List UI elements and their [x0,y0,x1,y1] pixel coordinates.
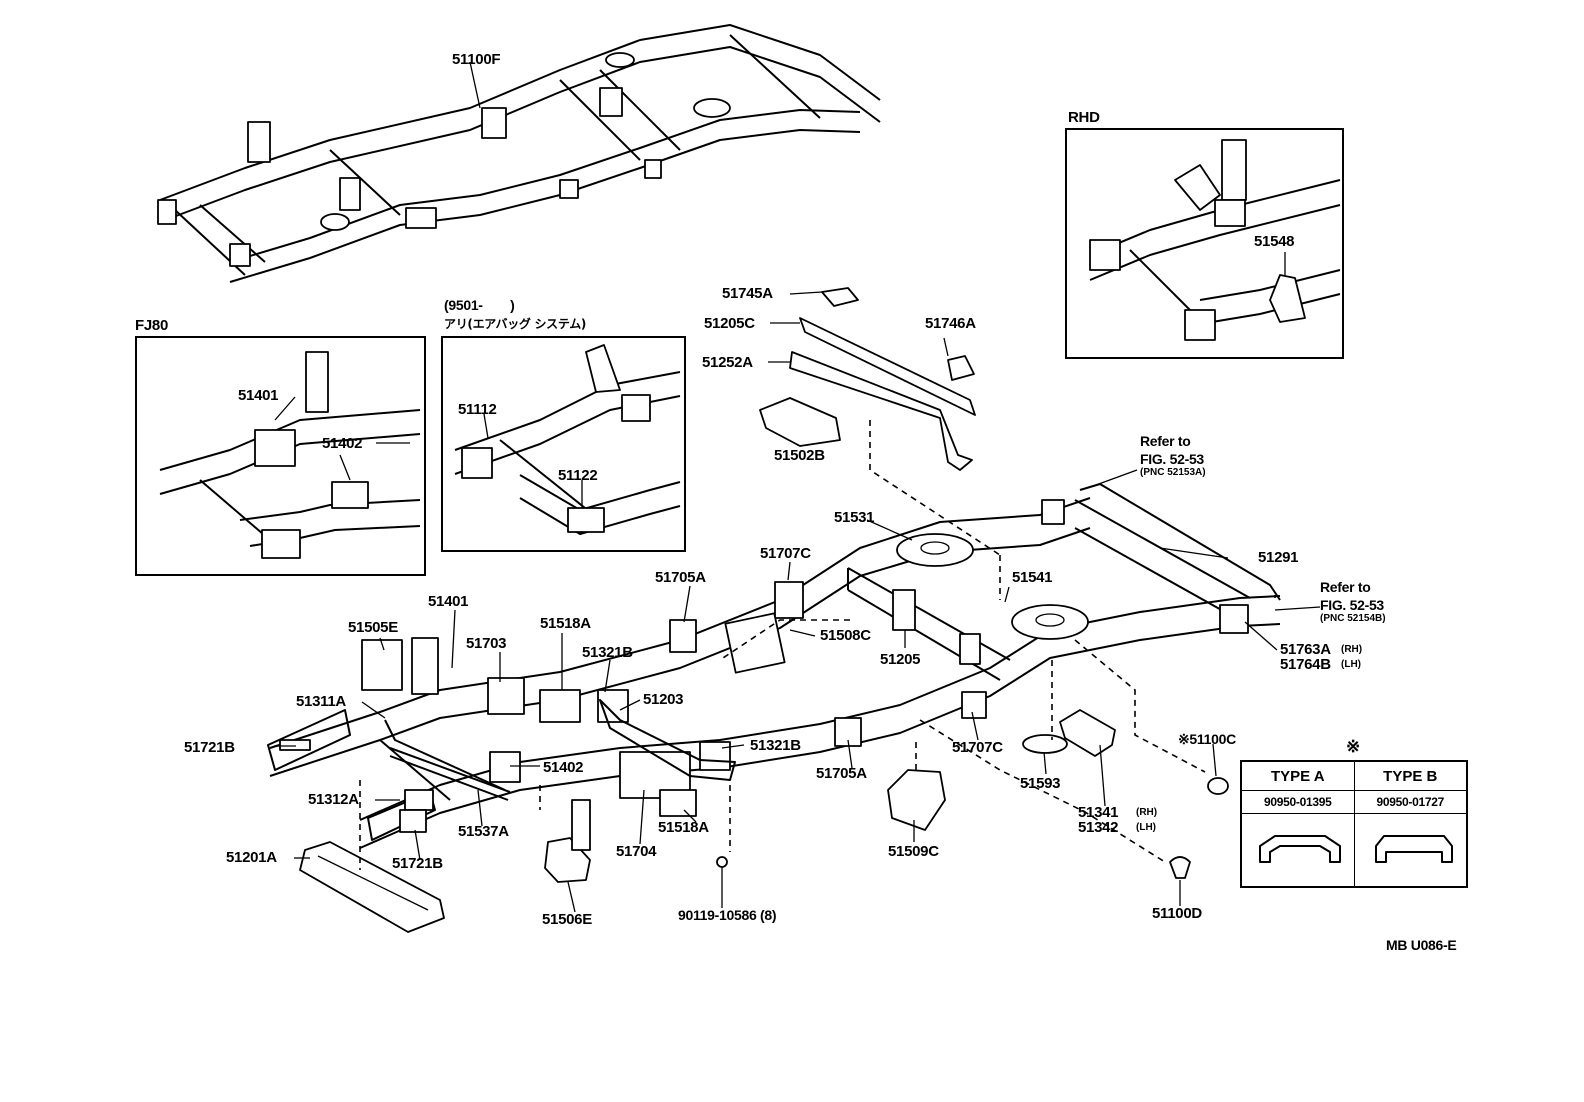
part-label-51518a-bot: 51518A [658,819,709,836]
part-label-51593: 51593 [1020,775,1061,792]
part-label-51745a: 51745A [722,285,773,302]
part-label-51401: 51401 [428,593,469,610]
type-a-header: TYPE A [1240,760,1355,791]
part-label-51518a-top: 51518A [540,615,591,632]
type-b-part-number: 90950-01727 [1353,790,1468,814]
type-a-part-number: 90950-01395 [1240,790,1355,814]
refer-note-1-line2: FIG. 52-53 [1140,451,1204,467]
rhd-inset-box [1065,128,1344,359]
part-label-51502b: 51502B [774,447,825,464]
refer-note-2-line1: Refer to [1320,579,1371,595]
part-label-51721b-left: 51721B [184,739,235,756]
airbag-inset-box [441,336,686,552]
part-label-90119: 90119-10586 (8) [678,907,777,923]
part-label-51705a-bot: 51705A [816,765,867,782]
part-label-51100c: ※51100C [1178,731,1236,747]
refer-note-2-line2: FIG. 52-53 [1320,597,1384,613]
part-label-51321b-mid: 51321B [750,737,801,754]
part-label-51203: 51203 [643,691,684,708]
part-label-51122: 51122 [558,467,598,484]
part-label-51112: 51112 [458,401,497,418]
fj80-inset-title: FJ80 [135,317,168,334]
part-label-51321b-top: 51321B [582,644,633,661]
part-label-51312a: 51312A [308,791,359,808]
part-label-51721b-bot: 51721B [392,855,443,872]
part-label-51402-fj80: 51402 [322,435,363,452]
airbag-inset-art [454,344,681,535]
type-a-shape-cell [1240,813,1355,888]
clip-type-table: TYPE A TYPE B 90950-01395 90950-01727 [1240,760,1468,888]
part-label-51746a: 51746A [925,315,976,332]
part-label-51763a: 51763A [1280,641,1331,658]
part-label-51541: 51541 [1012,569,1053,586]
part-label-51342: 51342 [1078,819,1119,836]
fj80-inset-box [135,336,426,576]
airbag-inset-title: (9501- ) [444,297,515,313]
part-label-51548: 51548 [1254,233,1295,250]
part-label-51705a-top: 51705A [655,569,706,586]
part-label-51402: 51402 [543,759,584,776]
part-label-51205c: 51205C [704,315,755,332]
airbag-inset-subtitle: アリ(エアバッグ システム) [444,317,587,331]
part-label-51100f: 51100F [452,51,501,68]
part-label-51401-fj80: 51401 [238,387,279,404]
part-label-51506e: 51506E [542,911,592,928]
part-label-51537a: 51537A [458,823,509,840]
rhd-inset-title: RHD [1068,109,1100,126]
diagram-code: MB U086-E [1386,937,1457,953]
part-label-51505e: 51505E [348,619,398,636]
part-label-51205: 51205 [880,651,921,668]
complete-frame-drawing [157,24,881,283]
refer-note-1-line3: (PNC 52153A) [1140,467,1206,478]
part-label-51341: 51341 [1078,804,1119,821]
part-label-51508c: 51508C [820,627,871,644]
part-label-51341-side: (RH) [1136,807,1158,818]
type-table-note-mark: ※ [1346,737,1360,756]
part-label-51707c-top: 51707C [760,545,811,562]
part-label-51252a: 51252A [702,354,753,371]
part-label-51763a-side: (RH) [1341,644,1363,655]
refer-note-1-line1: Refer to [1140,433,1191,449]
part-label-51764b-side: (LH) [1341,659,1361,670]
part-label-51704: 51704 [616,843,657,860]
part-label-51311a: 51311A [296,693,346,710]
part-label-51707c-bot: 51707C [952,739,1003,756]
part-label-51342-side: (LH) [1136,822,1156,833]
rhd-inset-art [1089,139,1341,341]
part-label-51509c: 51509C [888,843,939,860]
part-label-51201a: 51201A [226,849,277,866]
part-label-51764b: 51764B [1280,656,1331,673]
main-frame-drawing [267,61,1321,933]
type-b-header: TYPE B [1353,760,1468,791]
fj80-inset-art [159,351,421,559]
part-label-51100d: 51100D [1152,905,1202,922]
refer-note-2-line3: (PNC 52154B) [1320,613,1386,624]
part-label-51703: 51703 [466,635,507,652]
part-label-51291: 51291 [1258,549,1299,566]
part-label-51531: 51531 [834,509,875,526]
type-b-shape-cell [1353,813,1468,888]
